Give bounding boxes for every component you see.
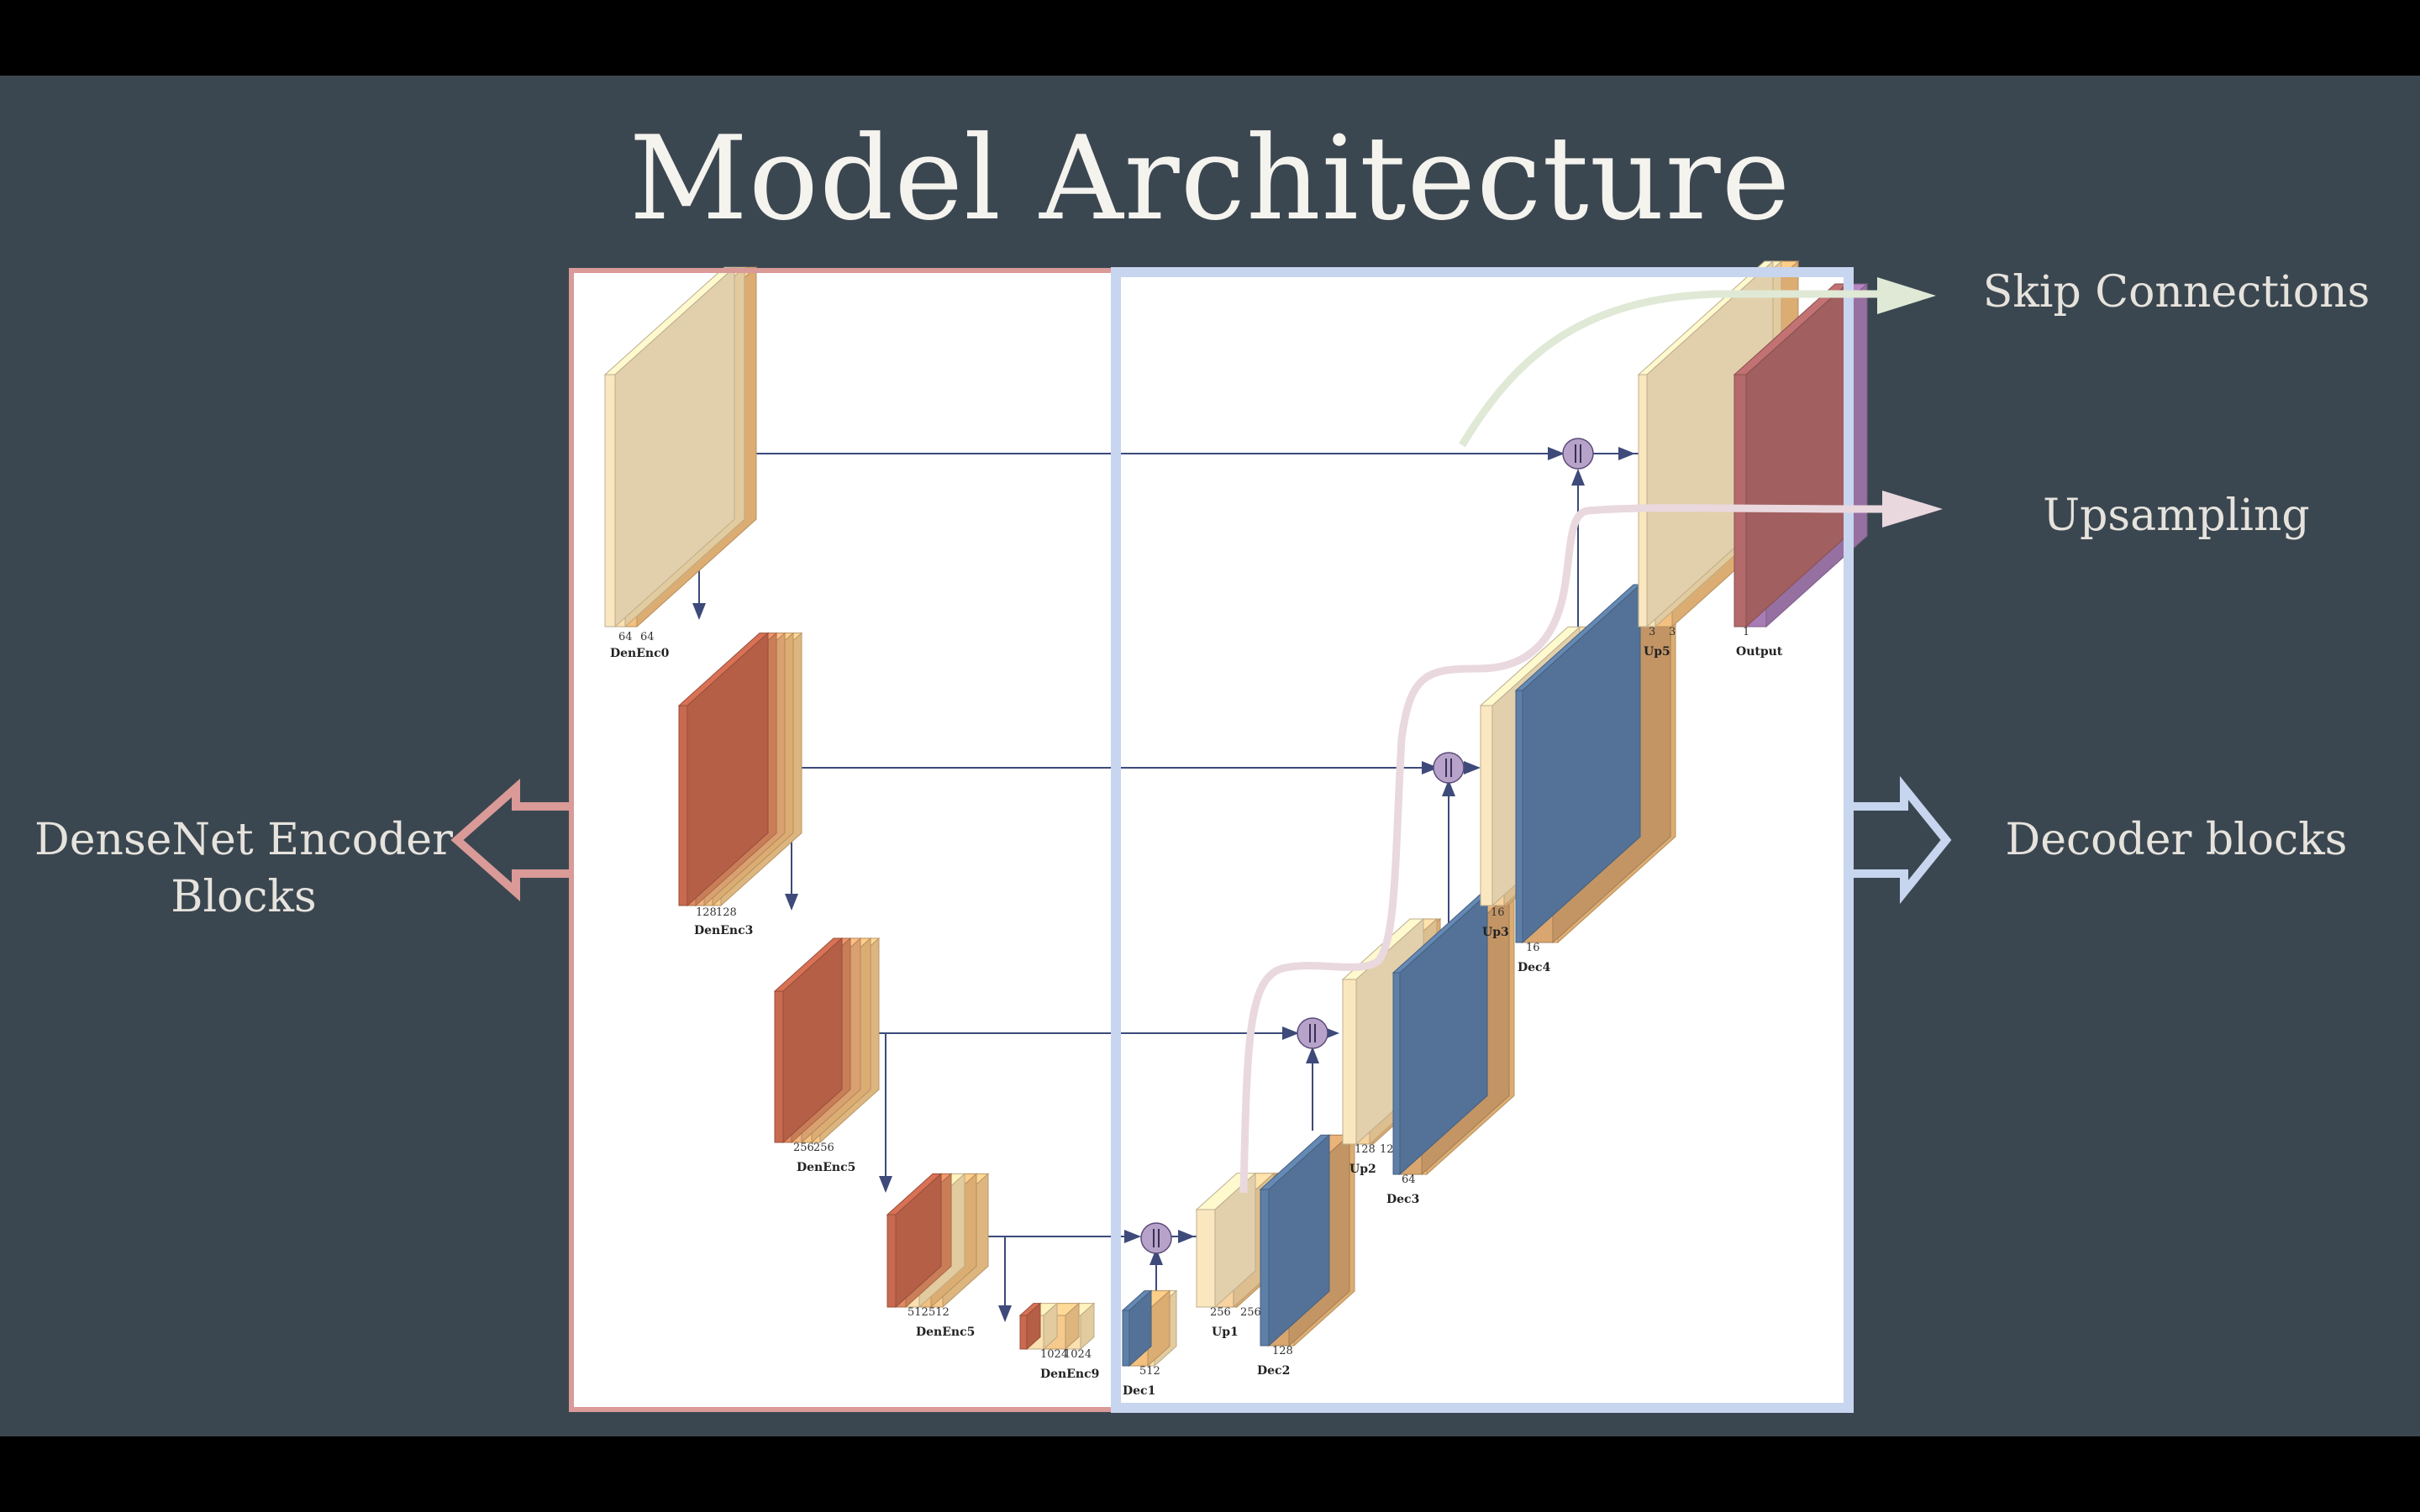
block-name-label: Dec4 [1518, 961, 1551, 974]
channel-label: 512 [1139, 1365, 1160, 1378]
slide-title: Model Architecture [629, 111, 1791, 246]
block-name-label: DenEnc9 [1040, 1368, 1099, 1381]
channel-label: 64 [618, 631, 633, 643]
decoder-frame [1111, 267, 1854, 1413]
upsampling-label: Upsampling [2043, 491, 2310, 541]
block-name-label: DenEnc0 [610, 647, 670, 660]
channel-label: 3 [1669, 626, 1676, 638]
block-layer [603, 266, 736, 628]
block-name-label: Up1 [1212, 1326, 1239, 1339]
concat-node [1297, 1017, 1328, 1049]
channel-label: 1024 [1064, 1348, 1092, 1361]
block-layer [1018, 1302, 1042, 1351]
channel-label: 16 [1491, 906, 1505, 919]
block-name-label: Dec3 [1386, 1193, 1419, 1206]
encoder-label: DenseNet Encoder Blocks [34, 811, 454, 926]
block-name-label: Output [1736, 645, 1783, 659]
block-layer [1514, 583, 1642, 944]
block-name-label: DenEnc3 [694, 924, 753, 937]
concat-node [1140, 1222, 1172, 1254]
encoder-label-line-1: DenseNet Encoder [34, 815, 453, 865]
block-layer [1733, 282, 1849, 628]
block-layer [1121, 1289, 1153, 1368]
block-layer [773, 937, 844, 1144]
concat-node [1562, 438, 1594, 470]
block-layer [1195, 1172, 1257, 1309]
upsampling-arrow [1239, 504, 1883, 1194]
channel-label: 128 [716, 906, 737, 919]
block-layer [677, 632, 770, 907]
block-name-label: Dec1 [1123, 1384, 1155, 1398]
channel-label: 256 [1240, 1306, 1261, 1319]
channel-label: 64 [1402, 1173, 1416, 1186]
channel-label: 16 [1526, 942, 1540, 954]
concat-node [1433, 752, 1465, 784]
block-layer [1259, 1134, 1331, 1347]
block-name-label: Up3 [1482, 926, 1509, 939]
channel-label: 512 [908, 1306, 929, 1319]
channel-label: 512 [929, 1306, 950, 1319]
bottom-letterbox [0, 1436, 2420, 1512]
top-letterbox [0, 0, 2420, 76]
block-layer [1392, 893, 1489, 1176]
channel-label: 64 [640, 631, 655, 643]
decoder-right-arrow [1854, 775, 1952, 905]
channel-label: 128 [696, 906, 717, 919]
skip-connections-arrow [1459, 290, 1882, 448]
block-layer [886, 1173, 943, 1309]
block-name-label: Dec2 [1257, 1364, 1290, 1378]
channel-label: 3 [1649, 626, 1655, 638]
encoder-label-line-2: Blocks [171, 872, 317, 922]
channel-label: 128 [1272, 1345, 1293, 1357]
block-name-label: Up5 [1644, 645, 1670, 659]
channel-label: 1 [1743, 626, 1749, 638]
channel-label: 128 [1355, 1143, 1376, 1156]
skip-arrow-head [1877, 277, 1936, 314]
channel-label: 1024 [1040, 1348, 1068, 1361]
upsampling-arrow-head [1882, 491, 1943, 528]
encoder-left-arrow [450, 778, 569, 902]
channel-label: 256 [793, 1142, 814, 1154]
skip-connections-label: Skip Connections [1982, 267, 2370, 318]
block-name-label: Up2 [1349, 1163, 1376, 1176]
block-name-label: DenEnc5 [797, 1161, 855, 1174]
decoder-label: Decoder blocks [2005, 815, 2348, 865]
block-name-label: DenEnc5 [916, 1326, 975, 1339]
channel-label: 256 [1210, 1306, 1231, 1319]
channel-label: 256 [813, 1142, 834, 1154]
